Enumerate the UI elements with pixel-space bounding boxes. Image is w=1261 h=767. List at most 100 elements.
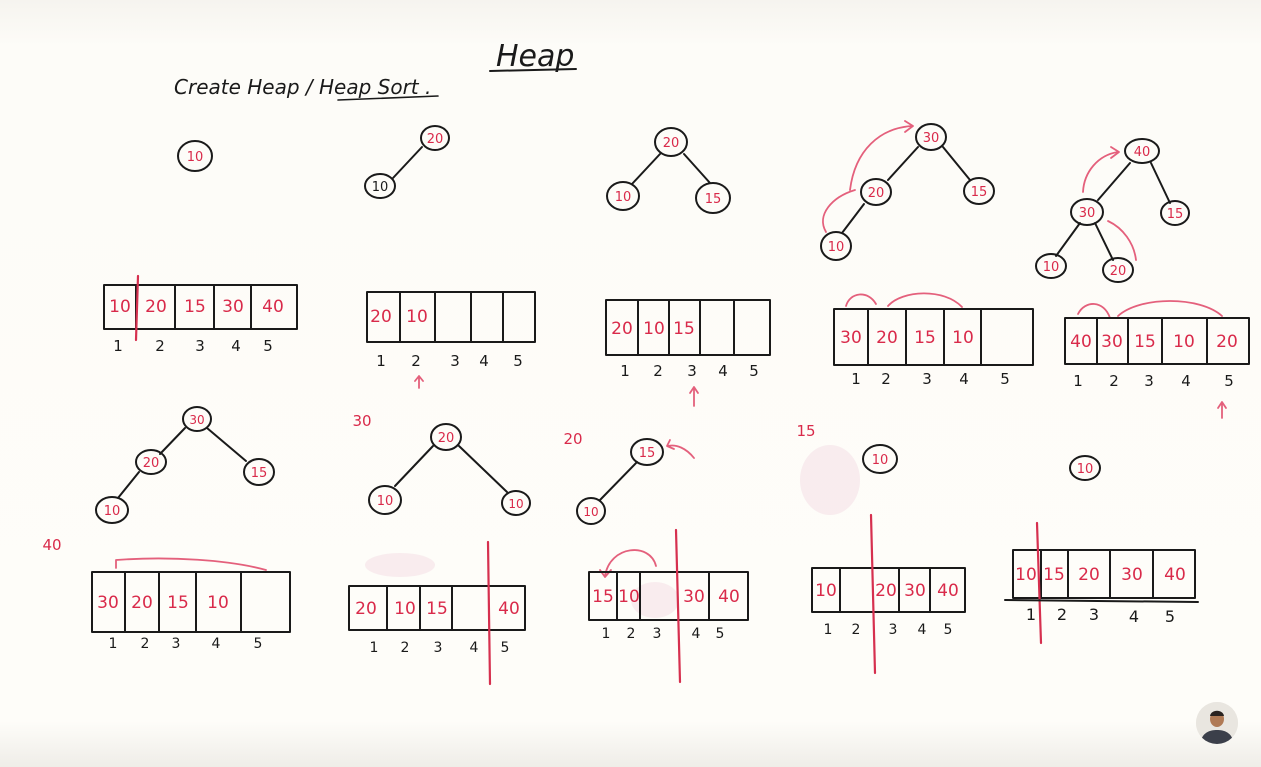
tree-node — [368, 485, 402, 515]
tree-edge — [1055, 222, 1081, 257]
array-index: 1 — [824, 622, 833, 638]
array-index: 2 — [401, 640, 410, 656]
partition-line — [869, 513, 877, 675]
array-cell: 40 — [262, 297, 284, 317]
deleted-value: 40 — [42, 536, 61, 554]
node-label: 20 — [1110, 264, 1127, 279]
array-cell: 15 — [1134, 332, 1156, 352]
heading-underline — [489, 68, 577, 72]
tree-edge — [159, 427, 186, 455]
swap-arrow — [115, 557, 267, 571]
create-tree-1: 10 — [177, 140, 213, 172]
tree-node — [576, 497, 606, 525]
array-index: 1 — [370, 640, 379, 656]
node-label: 15 — [705, 192, 722, 207]
array-cell: 20 — [145, 297, 167, 317]
array-cell: 20 — [876, 328, 898, 348]
tree-node — [135, 449, 167, 475]
array-index: 2 — [155, 337, 165, 355]
create-tree-3: 20 10 15 — [606, 127, 731, 214]
array-cell: 10 — [643, 319, 665, 339]
swap-arrow — [604, 549, 657, 577]
node-label: 10 — [187, 150, 204, 165]
array-cell: 10 — [618, 587, 640, 607]
array-index: 2 — [1057, 605, 1067, 624]
array-cell: 10 — [394, 599, 416, 619]
array-cell: 15 — [167, 593, 189, 613]
sort-array-3: 15 10 30 40 1 2 3 4 5 — [588, 528, 749, 684]
tree-node — [430, 423, 462, 451]
deleted-value: 30 — [352, 412, 371, 430]
array-index: 5 — [1000, 370, 1010, 388]
array-cell: 15 — [914, 328, 936, 348]
sort-array-1: 30 20 15 10 1 2 3 4 5 — [91, 557, 291, 652]
array-cell: 10 — [207, 593, 229, 613]
array-cell: 40 — [1070, 332, 1092, 352]
array-cell: 20 — [1216, 332, 1238, 352]
swap-arrow — [845, 293, 877, 307]
partition-line — [134, 274, 140, 342]
sort-array-2: 20 10 15 40 1 2 3 4 5 — [348, 540, 526, 686]
swap-arrow — [849, 125, 913, 191]
tree-node — [1035, 253, 1067, 279]
pointer-arrow — [414, 375, 424, 389]
array-index: 1 — [1026, 605, 1036, 624]
create-tree-5: 40 30 15 10 20 — [1035, 138, 1190, 283]
tree-edge — [206, 427, 247, 462]
array-index: 2 — [653, 362, 663, 380]
array-cell: 10 — [1173, 332, 1195, 352]
array-index: 3 — [195, 337, 205, 355]
array-index: 3 — [1144, 372, 1154, 390]
array-index: 4 — [479, 352, 489, 370]
node-label: 10 — [1077, 462, 1094, 477]
erased-smudge — [365, 553, 435, 577]
array-cell: 10 — [952, 328, 974, 348]
create-array-3: 20 10 15 1 2 3 4 5 — [605, 299, 771, 407]
array-cell: 15 — [1043, 565, 1065, 585]
node-label: 15 — [639, 446, 656, 461]
tree-node — [420, 125, 450, 151]
tree-edge — [1094, 222, 1114, 261]
array-index: 5 — [513, 352, 523, 370]
array-cell: 20 — [611, 319, 633, 339]
array-index: 3 — [1089, 605, 1099, 624]
array-box — [811, 567, 966, 613]
tree-node — [606, 181, 640, 211]
array-box — [1012, 549, 1196, 599]
arrow-head — [904, 120, 914, 133]
array-index: 3 — [653, 626, 662, 642]
tree-node — [364, 173, 396, 199]
node-label: 40 — [1134, 145, 1151, 160]
sort-tree-5: 10 — [1069, 455, 1101, 481]
node-label: 20 — [868, 186, 885, 201]
node-label: 10 — [372, 180, 389, 195]
array-cell: 40 — [718, 587, 740, 607]
tree-node — [95, 496, 129, 524]
swap-arrow — [1077, 303, 1111, 319]
array-index: 4 — [1129, 607, 1139, 626]
tree-node — [860, 178, 892, 206]
node-label: 30 — [1079, 206, 1096, 221]
array-index: 1 — [109, 636, 118, 652]
tree-node — [1160, 200, 1190, 226]
array-cell: 20 — [131, 593, 153, 613]
erased-smudge — [631, 582, 679, 618]
array-index: 3 — [450, 352, 460, 370]
array-cell: 10 — [815, 581, 837, 601]
deleted-value: 15 — [796, 422, 815, 440]
tree-node — [182, 406, 212, 432]
tree-edge — [458, 445, 508, 493]
node-label: 10 — [104, 504, 121, 519]
erased-smudge — [800, 445, 860, 515]
array-cell: 15 — [426, 599, 448, 619]
swap-arrow — [1082, 151, 1119, 193]
pointer-arrow — [689, 386, 699, 407]
tree-node — [820, 231, 852, 261]
array-box — [833, 308, 1034, 366]
tree-edge — [683, 153, 711, 184]
swap-arrow — [1117, 300, 1223, 317]
tree-node — [1102, 257, 1134, 283]
array-index: 5 — [501, 640, 510, 656]
tree-node — [654, 127, 688, 157]
